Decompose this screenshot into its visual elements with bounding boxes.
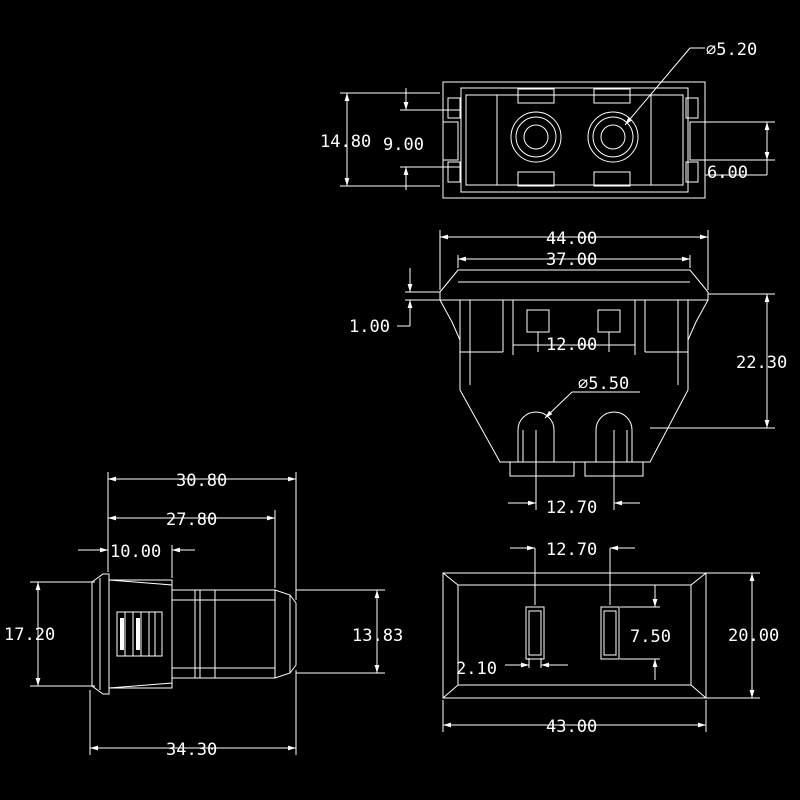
dim-overall-height-bottom: 20.00 bbox=[728, 626, 779, 646]
dim-overall-length-side: 34.30 bbox=[166, 740, 217, 760]
dim-overall-width-bottom: 43.00 bbox=[546, 717, 597, 737]
dim-pin-spacing-front: 12.70 bbox=[546, 498, 597, 518]
dim-overall-width-front: 44.00 bbox=[546, 229, 597, 249]
side-view: 30.80 27.80 10.00 17.20 13.83 34.30 bbox=[4, 471, 403, 760]
dim-tab-height-top: 6.00 bbox=[707, 163, 748, 183]
top-view: ⌀5.20 14.80 9.00 6.00 bbox=[320, 40, 775, 199]
dim-flange-thickness-front: 1.00 bbox=[349, 317, 390, 337]
dim-body-height-side: 13.83 bbox=[352, 626, 403, 646]
dim-head-depth-side: 10.00 bbox=[110, 542, 161, 562]
front-view: 44.00 37.00 1.00 12.00 22.30 ⌀5.50 12.70 bbox=[349, 229, 787, 518]
dim-pin-hole-dia-front: ⌀5.50 bbox=[578, 374, 629, 394]
dim-height-front: 22.30 bbox=[736, 353, 787, 373]
dim-inner-height-top: 9.00 bbox=[383, 135, 424, 155]
dim-slot-width-bottom: 2.10 bbox=[456, 659, 497, 679]
dim-head-height-side: 17.20 bbox=[4, 625, 55, 645]
dim-hole-dia-top: ⌀5.20 bbox=[706, 40, 757, 60]
dim-terminal-spacing-front: 12.00 bbox=[546, 335, 597, 355]
dim-flange-width-front: 37.00 bbox=[546, 250, 597, 270]
dim-outer-height-top: 14.80 bbox=[320, 132, 371, 152]
bottom-view: 12.70 7.50 20.00 2.10 43.00 bbox=[442, 540, 779, 737]
dim-width-a-side: 30.80 bbox=[176, 471, 227, 491]
dim-width-b-side: 27.80 bbox=[166, 510, 217, 530]
dim-slot-length-bottom: 7.50 bbox=[630, 627, 671, 647]
dim-slot-spacing-bottom: 12.70 bbox=[546, 540, 597, 560]
